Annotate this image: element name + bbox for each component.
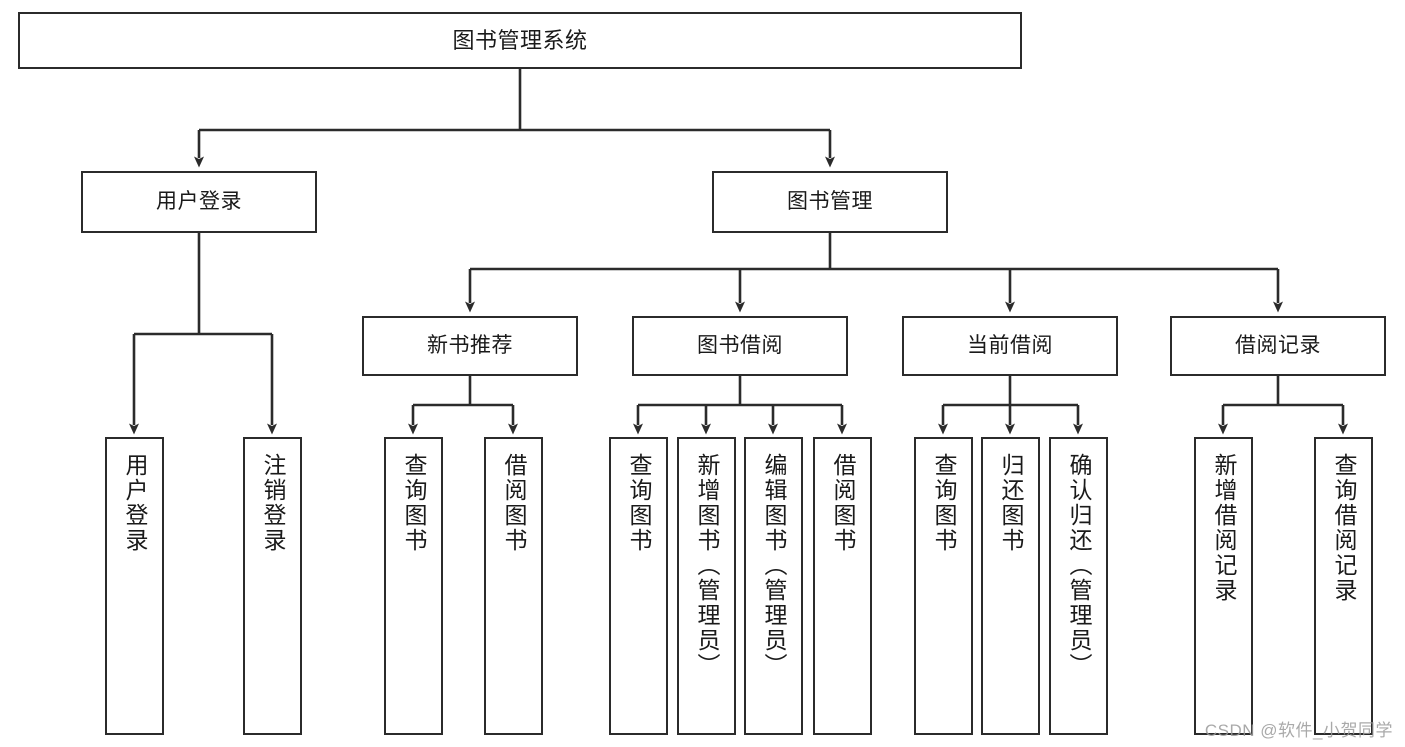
leaf-query-borrow-record[interactable]: 查询借阅记录 xyxy=(1314,437,1373,735)
leaf-query-book-recommend[interactable]: 查询图书 xyxy=(384,437,443,735)
leaf-query-book-borrow[interactable]: 查询图书 xyxy=(609,437,668,735)
node-borrow-records[interactable]: 借阅记录 xyxy=(1170,316,1386,376)
leaf-user-login[interactable]: 用户登录 xyxy=(105,437,164,735)
node-label: 查询图书 xyxy=(626,453,652,553)
leaf-borrow-book-recommend[interactable]: 借阅图书 xyxy=(484,437,543,735)
node-label: 借阅记录 xyxy=(1235,333,1321,357)
node-label: 借阅图书 xyxy=(501,453,527,553)
node-label: 查询借阅记录 xyxy=(1331,453,1357,603)
node-label: 新书推荐 xyxy=(427,333,513,357)
node-label: 新增借阅记录 xyxy=(1211,453,1237,603)
node-book-management[interactable]: 图书管理 xyxy=(712,171,948,233)
node-current-borrow[interactable]: 当前借阅 xyxy=(902,316,1118,376)
node-root-system[interactable]: 图书管理系统 xyxy=(18,12,1022,69)
node-label: 图书管理系统 xyxy=(452,27,588,53)
leaf-return-book[interactable]: 归还图书 xyxy=(981,437,1040,735)
node-label: 归还图书 xyxy=(998,453,1024,553)
node-label: 用户登录 xyxy=(122,453,148,553)
leaf-confirm-return-admin[interactable]: 确认归还（管理员） xyxy=(1049,437,1108,735)
leaf-query-book-current[interactable]: 查询图书 xyxy=(914,437,973,735)
node-label: 注销登录 xyxy=(260,453,286,553)
node-book-borrow[interactable]: 图书借阅 xyxy=(632,316,848,376)
node-label: 查询图书 xyxy=(401,453,427,553)
node-label: 借阅图书 xyxy=(830,453,856,553)
leaf-add-book-admin[interactable]: 新增图书（管理员） xyxy=(677,437,736,735)
node-label: 新增图书（管理员） xyxy=(694,453,720,678)
leaf-logout[interactable]: 注销登录 xyxy=(243,437,302,735)
leaf-add-borrow-record[interactable]: 新增借阅记录 xyxy=(1194,437,1253,735)
leaf-edit-book-admin[interactable]: 编辑图书（管理员） xyxy=(744,437,803,735)
node-label: 编辑图书（管理员） xyxy=(761,453,787,678)
node-label: 用户登录 xyxy=(156,189,242,213)
node-label: 图书管理 xyxy=(787,189,873,213)
node-label: 确认归还（管理员） xyxy=(1066,453,1092,678)
node-label: 当前借阅 xyxy=(967,333,1053,357)
watermark-text: CSDN @软件_小贺同学 xyxy=(1204,721,1393,740)
node-label: 查询图书 xyxy=(931,453,957,553)
node-user-login[interactable]: 用户登录 xyxy=(81,171,317,233)
node-new-book-recommend[interactable]: 新书推荐 xyxy=(362,316,578,376)
leaf-borrow-book[interactable]: 借阅图书 xyxy=(813,437,872,735)
node-label: 图书借阅 xyxy=(697,333,783,357)
